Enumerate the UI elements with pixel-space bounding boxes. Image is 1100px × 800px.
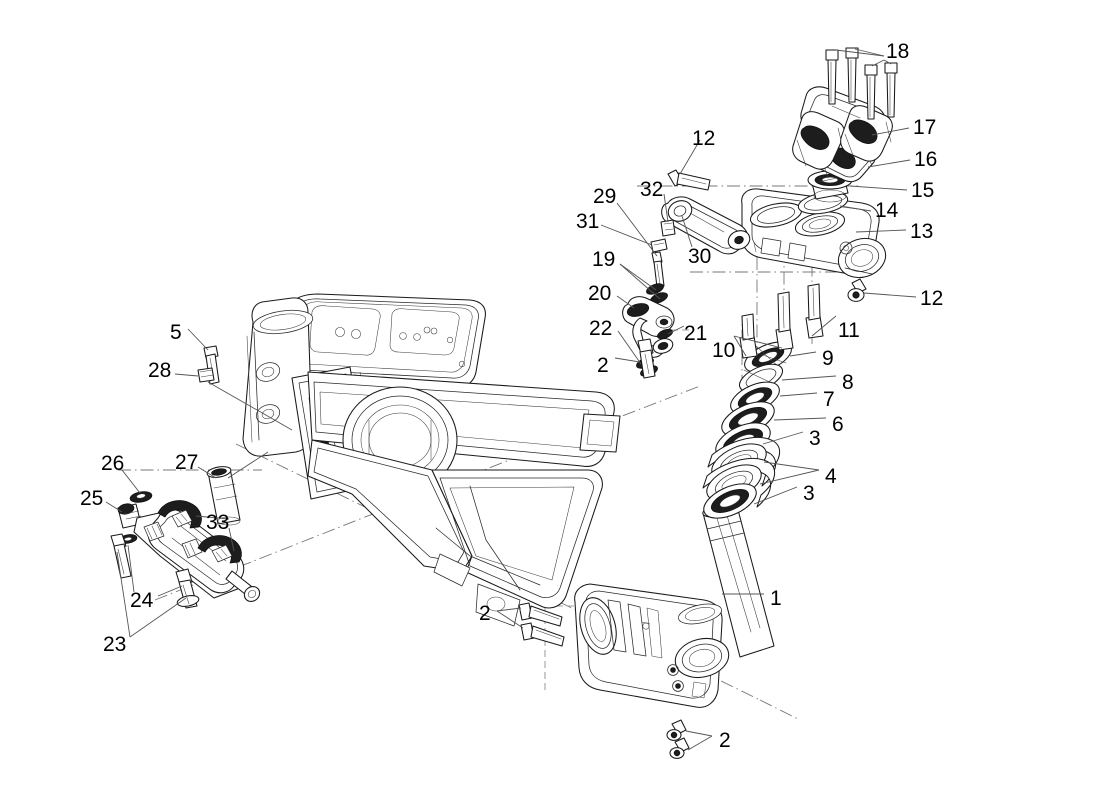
- callout-number-15: 15: [911, 179, 935, 202]
- callout-number-8: 8: [842, 371, 854, 394]
- callout-number-27: 27: [175, 451, 199, 474]
- part-bolt-2-bracket: [637, 338, 656, 379]
- callout-number-17: 17: [913, 116, 937, 139]
- callout-number-14: 14: [875, 199, 899, 222]
- callout-number-32: 32: [640, 178, 664, 201]
- callout-number-9: 9: [822, 347, 834, 370]
- part-clamp-bolts-10-11: [739, 283, 824, 359]
- part-rubber-mounts-33: [157, 500, 242, 564]
- frame-assembly: [242, 293, 621, 627]
- callout-number-16: 16: [914, 148, 938, 171]
- callout-number-18: 18: [886, 40, 910, 63]
- callout-number-13: 13: [910, 220, 934, 243]
- callout-number-2c: 2: [597, 354, 609, 377]
- callout-number-2b: 2: [719, 729, 731, 752]
- callout-number-31: 31: [576, 210, 600, 233]
- callout-number-33: 33: [206, 511, 230, 534]
- part-bolt-12-top: [667, 169, 711, 191]
- callout-number-10: 10: [712, 339, 736, 362]
- callout-number-2a: 2: [479, 602, 491, 625]
- part-handlebar-clamp-bolts: [825, 47, 898, 120]
- callout-number-1: 1: [770, 587, 782, 610]
- part-pinch-bolt-pair: [518, 602, 565, 647]
- steering-damper-group: [110, 345, 261, 609]
- callout-number-5: 5: [170, 321, 182, 344]
- callout-number-28: 28: [148, 359, 172, 382]
- part-socket-screw-pair: [666, 719, 690, 759]
- callout-number-25: 25: [80, 487, 104, 510]
- callout-number-29: 29: [593, 185, 617, 208]
- part-small-bolt-29: [651, 251, 665, 288]
- part-nut-31: [650, 238, 668, 253]
- part-pivot-pin-27: [206, 466, 241, 526]
- upper-triple-clamp-group: [667, 47, 898, 359]
- callout-number-21: 21: [684, 322, 708, 345]
- callout-number-3a: 3: [809, 427, 821, 450]
- callout-number-3b: 3: [803, 482, 815, 505]
- callout-number-11: 11: [838, 319, 860, 342]
- callout-number-4: 4: [825, 465, 837, 488]
- callout-number-6: 6: [832, 413, 844, 436]
- callout-number-12b: 12: [920, 287, 944, 310]
- callout-number-30: 30: [688, 245, 712, 268]
- callout-number-19: 19: [592, 248, 616, 271]
- bearing-stack-group: [702, 341, 792, 519]
- part-bolt-12-side: [847, 278, 867, 302]
- leader-lines: [105, 48, 917, 751]
- callout-number-22: 22: [589, 317, 613, 340]
- callout-number-7: 7: [823, 388, 835, 411]
- callout-number-24: 24: [130, 589, 154, 612]
- callout-number-26: 26: [101, 452, 125, 475]
- part-eye-washer-26: [129, 491, 153, 503]
- callout-number-20: 20: [588, 282, 612, 305]
- part-grub-screw-28: [197, 367, 215, 383]
- part-pivot-bolt-32: [660, 219, 676, 237]
- callout-number-12a: 12: [692, 127, 716, 150]
- callout-number-23: 23: [103, 633, 127, 656]
- lower-triple-clamp-group: [518, 502, 775, 759]
- damper-bracket-group: [622, 196, 751, 379]
